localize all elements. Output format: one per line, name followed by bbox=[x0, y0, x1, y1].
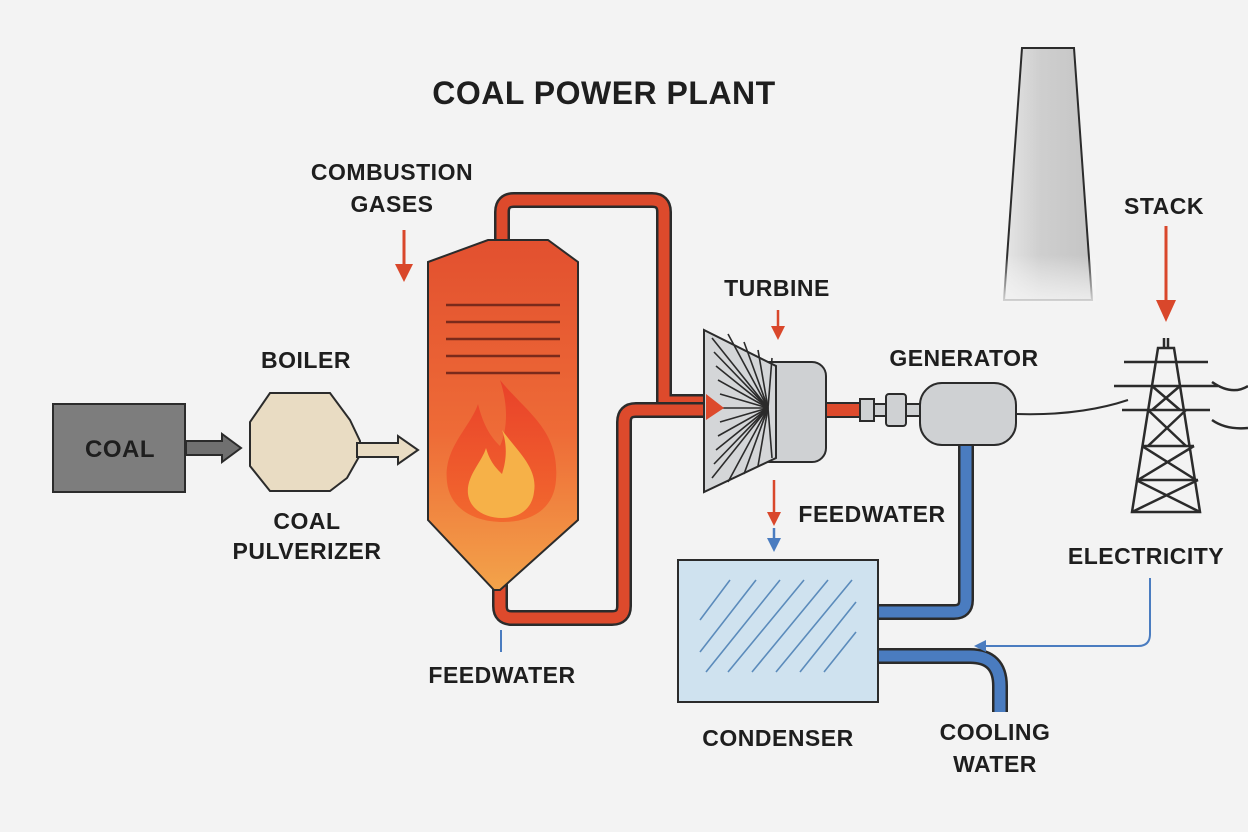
diagram-title: COAL POWER PLANT bbox=[432, 75, 775, 111]
feedwater-arrow bbox=[767, 480, 781, 552]
turbine-arrow bbox=[771, 310, 785, 340]
power-line bbox=[1015, 399, 1129, 416]
feedwater-bottom-label: FEEDWATER bbox=[428, 662, 575, 688]
transmission-tower-icon bbox=[1114, 338, 1248, 514]
boiler-label: BOILER bbox=[261, 347, 351, 373]
smokestack bbox=[1000, 47, 1096, 305]
flame-icon bbox=[446, 380, 557, 522]
turbine-label: TURBINE bbox=[724, 275, 830, 301]
condenser bbox=[677, 559, 879, 703]
turbine bbox=[703, 328, 827, 494]
coal-pulverizer bbox=[249, 392, 361, 492]
generator bbox=[919, 382, 1017, 446]
combustion-gases-label-line1: COMBUSTION bbox=[311, 159, 473, 185]
combustion-gases-arrow bbox=[395, 230, 413, 282]
electricity-arrow bbox=[974, 578, 1151, 652]
condenser-label: CONDENSER bbox=[702, 725, 853, 751]
generator-label: GENERATOR bbox=[889, 345, 1038, 371]
electricity-label: ELECTRICITY bbox=[1068, 543, 1224, 569]
cooling-water-label-line1: COOLING bbox=[940, 719, 1051, 745]
coal-label: COAL bbox=[85, 436, 155, 463]
coal-box: COAL bbox=[52, 403, 186, 493]
cooling-water-pipe bbox=[878, 648, 1008, 712]
cooling-pipe-upper bbox=[878, 446, 974, 620]
combustion-gases-label-line2: GASES bbox=[350, 191, 433, 217]
coal-pulverizer-label-line1: COAL bbox=[273, 508, 340, 534]
coal-feed-arrow bbox=[185, 432, 243, 464]
pulverizer-feed-arrow bbox=[356, 434, 420, 466]
cooling-water-label-line2: WATER bbox=[953, 751, 1037, 777]
steam-arrowhead bbox=[706, 394, 724, 420]
feedwater-right-label: FEEDWATER bbox=[798, 501, 945, 527]
generator-shaft bbox=[825, 393, 923, 427]
stack-arrow bbox=[1156, 226, 1176, 322]
coal-pulverizer-label-line2: PULVERIZER bbox=[233, 538, 382, 564]
stack-label: STACK bbox=[1124, 193, 1204, 219]
boiler-vessel bbox=[427, 239, 579, 591]
